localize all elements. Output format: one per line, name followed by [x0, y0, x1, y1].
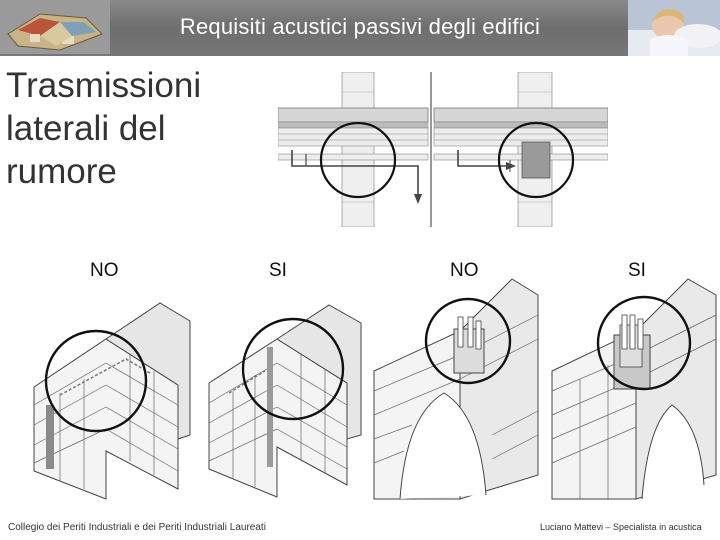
header-title-bold: Requisiti acustici	[179, 14, 348, 39]
header-bar: Requisiti acustici passivi degli edifici	[0, 0, 720, 56]
arch-column-drawing-si	[551, 278, 717, 500]
footer-right-text: Luciano Mattevi – Specialista in acustic…	[540, 522, 702, 532]
wall-junction-drawing-si	[208, 304, 362, 498]
house-thumbnail-image	[0, 0, 110, 54]
header-title-rest: passivi degli edifici	[347, 14, 541, 39]
arch-column-drawing-no	[373, 278, 539, 500]
label-si-2: SI	[628, 260, 646, 281]
wall-junction-drawing-no	[33, 302, 191, 500]
slide-title: Trasmissioni laterali del rumore	[6, 66, 202, 191]
label-no-2: NO	[450, 260, 479, 281]
header-title: Requisiti acustici passivi degli edifici	[0, 14, 720, 40]
label-no-1: NO	[90, 260, 119, 281]
floor-section-diagram	[278, 72, 608, 227]
footer-left-text: Collegio dei Periti Industriali e dei Pe…	[8, 522, 266, 533]
sleeping-person-image	[628, 0, 720, 56]
label-si-1: SI	[269, 260, 287, 281]
